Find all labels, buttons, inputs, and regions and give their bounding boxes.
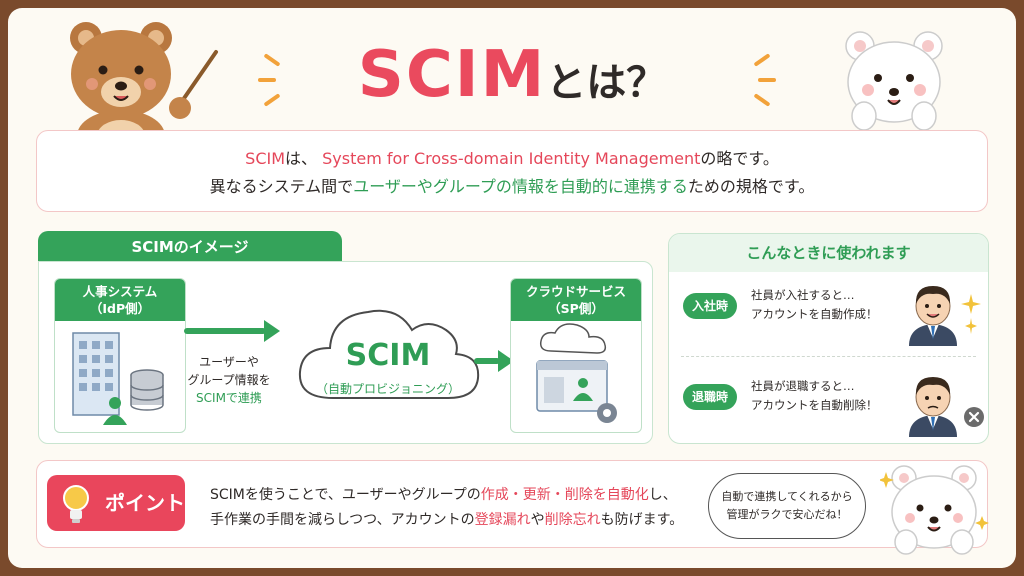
case-label-join: 入社時 [683,293,737,319]
point-text-plain: も防げます。 [600,512,684,528]
point-highlight: 作成・更新・削除を自動化 [480,487,649,503]
sparkle-icon [961,294,981,334]
use-case-title: こんなときに使われます [669,234,988,272]
sync-label-line2: グループ情報を [187,373,271,387]
case-text-join: 社員が入社すると… アカウントを自動作成！ [751,286,878,324]
point-text-plain: SCIMを使うことで、ユーザーやグループの [210,487,481,503]
image-section-tab: SCIMのイメージ [38,231,342,263]
case-join-line2: アカウントを自動作成！ [751,307,878,321]
intro-scim: SCIM [245,149,286,168]
point-text-plain: や [530,512,545,528]
case-label-leave: 退職時 [683,384,737,410]
white-bear-icon [845,31,943,131]
speech-bubble: 自動で連携してくれるから 管理がラクで安心だね！ [708,473,866,539]
sync-arrow-1-head [264,320,280,342]
sync-label-line3: SCIMで連携 [196,391,262,405]
sp-line2: （SP側） [548,301,604,316]
bubble-line1: 自動で連携してくれるから [721,490,853,503]
point-text-plain: し、 [648,487,677,503]
point-badge: ポイント [47,475,185,531]
intro-highlight: ユーザーやグループの情報を自動的に連携する [353,177,688,196]
cloud-title: SCIM [345,338,431,373]
sync-label: ユーザーや グループ情報を SCIMで連携 [174,353,284,407]
businessman-worried-avatar [909,377,957,437]
intro-text: 異なるシステム間で [209,177,354,196]
point-line-2: 手作業の手間を減らしつつ、アカウントの登録漏れや削除忘れも防げます。 [210,508,683,533]
idp-system-header: 人事システム （IdP側） [55,279,185,321]
title-suffix: とは？ [546,60,667,106]
point-text-plain: 手作業の手間を減らしつつ、アカウントの [210,512,475,528]
close-icon [964,407,984,427]
building-database-icon [72,332,164,425]
cloud-subtitle: （自動プロビジョニング） [315,382,460,396]
app-window-icon [536,323,617,423]
case-leave-line2: アカウントを自動削除！ [751,398,878,412]
sync-arrow-1 [184,328,266,334]
intro-line-1: SCIMは、 System for Cross-domain Identity … [37,145,987,173]
lightbulb-icon [63,485,89,523]
page-title: SCIMとは？ [8,38,1016,112]
sync-label-line1: ユーザーや [199,355,259,369]
infographic-frame: SCIMとは？ SCIMは、 System for Cross-domain I… [8,8,1016,568]
sp-line1: クラウドサービス [525,284,626,299]
point-line-1: SCIMを使うことで、ユーザーやグループの作成・更新・削除を自動化し、 [210,483,683,508]
intro-text: は、 [285,149,318,168]
use-case-divider [681,356,976,357]
title-main: SCIM [357,38,547,112]
sp-service-box: クラウドサービス （SP側） [510,278,642,433]
case-join-line1: 社員が入社すると… [751,288,855,302]
point-highlight: 登録漏れ [474,512,531,528]
point-highlight: 削除忘れ [544,512,601,528]
cloud-icon [298,309,480,399]
intro-box: SCIMは、 System for Cross-domain Identity … [36,130,988,212]
intro-line-2: 異なるシステム間でユーザーやグループの情報を自動的に連携するための規格です。 [37,173,987,201]
white-bear-bottom-icon [880,465,989,555]
idp-line1: 人事システム [82,284,158,299]
intro-text: ための規格です。 [687,177,815,196]
sp-service-header: クラウドサービス （SP側） [511,279,641,321]
bubble-line2: 管理がラクで安心だね！ [726,508,848,521]
idp-line2: （IdP側） [89,301,151,316]
point-text: SCIMを使うことで、ユーザーやグループの作成・更新・削除を自動化し、 手作業の… [210,483,683,533]
case-leave-line1: 社員が退職すると… [751,379,855,393]
sync-arrow-2 [474,358,500,364]
teacher-bear-icon [70,22,218,138]
intro-fullname: System for Cross-domain Identity Managem… [322,149,701,168]
intro-text: の略です。 [700,149,779,168]
use-case-panel: こんなときに使われます 入社時 社員が入社すると… アカウントを自動作成！ 退職… [668,233,989,444]
businessman-smiling-avatar [909,286,957,346]
idp-system-box: 人事システム （IdP側） [54,278,186,433]
case-text-leave: 社員が退職すると… アカウントを自動削除！ [751,377,878,415]
point-badge-label: ポイント [105,491,185,515]
